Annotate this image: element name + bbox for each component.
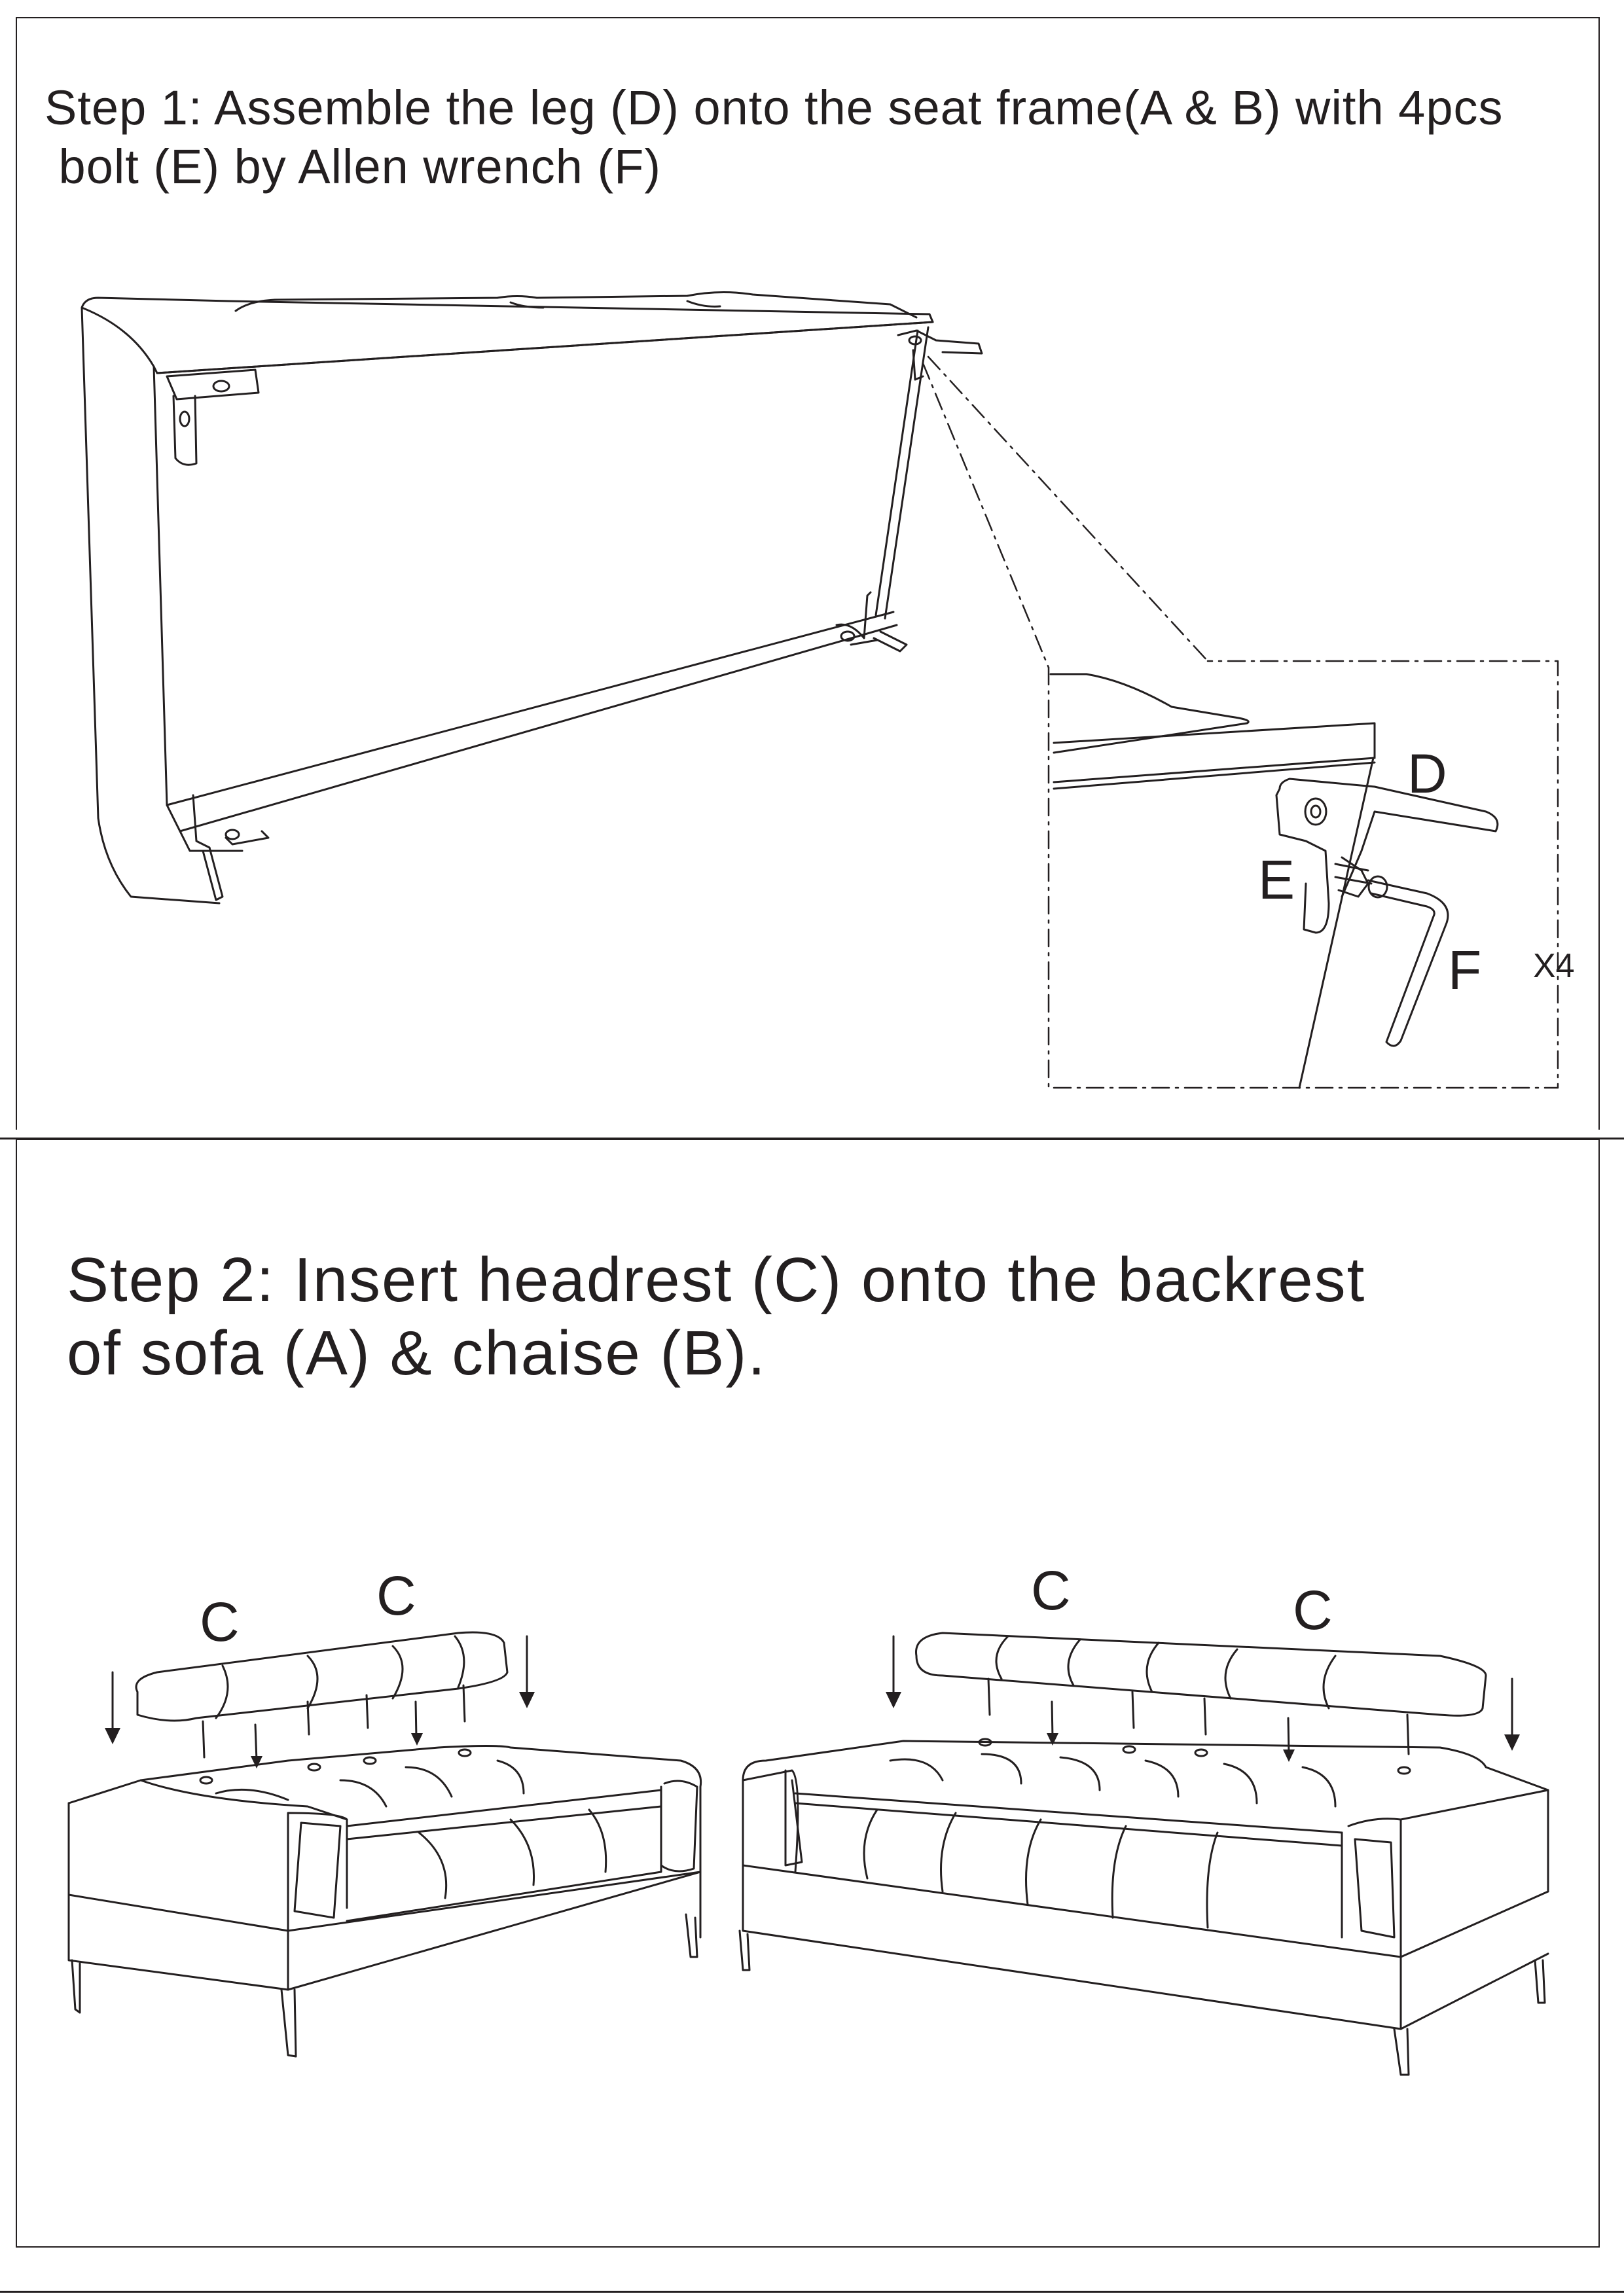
section-divider	[0, 1138, 1624, 1139]
sofa-headrest	[916, 1633, 1487, 1754]
label-wrench-f: F	[1448, 939, 1482, 1001]
step1-line2: bolt (E) by Allen wrench (F)	[45, 139, 661, 194]
step1-panel	[16, 17, 1600, 1130]
step2-panel	[16, 1139, 1600, 2248]
step1-line1: Step 1: Assemble the leg (D) onto the se…	[45, 81, 1504, 135]
leg-bottom-right	[837, 592, 907, 651]
label-quantity-x4: X4	[1533, 947, 1575, 985]
leg-top-right	[898, 331, 982, 380]
label-headrest-c-2: C	[376, 1565, 416, 1626]
callout-lines	[923, 357, 1558, 1088]
loveseat-body	[69, 1746, 701, 2057]
step2-line1: Step 2: Insert headrest (C) onto the bac…	[67, 1245, 1366, 1315]
insert-arrows	[113, 1636, 1512, 1761]
loveseat-headrest	[136, 1632, 507, 1757]
arrow-heads	[105, 1692, 1520, 1768]
step2-line2: of sofa (A) & chaise (B).	[67, 1318, 767, 1388]
corner-bracket-tl	[167, 370, 259, 465]
detail-leg-bolt-wrench	[1051, 674, 1498, 1088]
upturned-sofa-frame	[82, 292, 933, 903]
step2-instruction: Step 2: Insert headrest (C) onto the bac…	[67, 1244, 1365, 1390]
label-headrest-c-3: C	[1031, 1560, 1071, 1621]
step1-instruction: Step 1: Assemble the leg (D) onto the se…	[45, 79, 1504, 196]
label-headrest-c-4: C	[1293, 1579, 1333, 1641]
step1-illustration	[0, 0, 1624, 1126]
label-headrest-c-1: C	[200, 1591, 240, 1653]
bottom-rule	[0, 2291, 1624, 2293]
sofa-body	[740, 1739, 1548, 2075]
leg-bottom-left	[193, 795, 268, 900]
label-bolt-e: E	[1258, 849, 1295, 910]
label-leg-d: D	[1407, 743, 1447, 804]
